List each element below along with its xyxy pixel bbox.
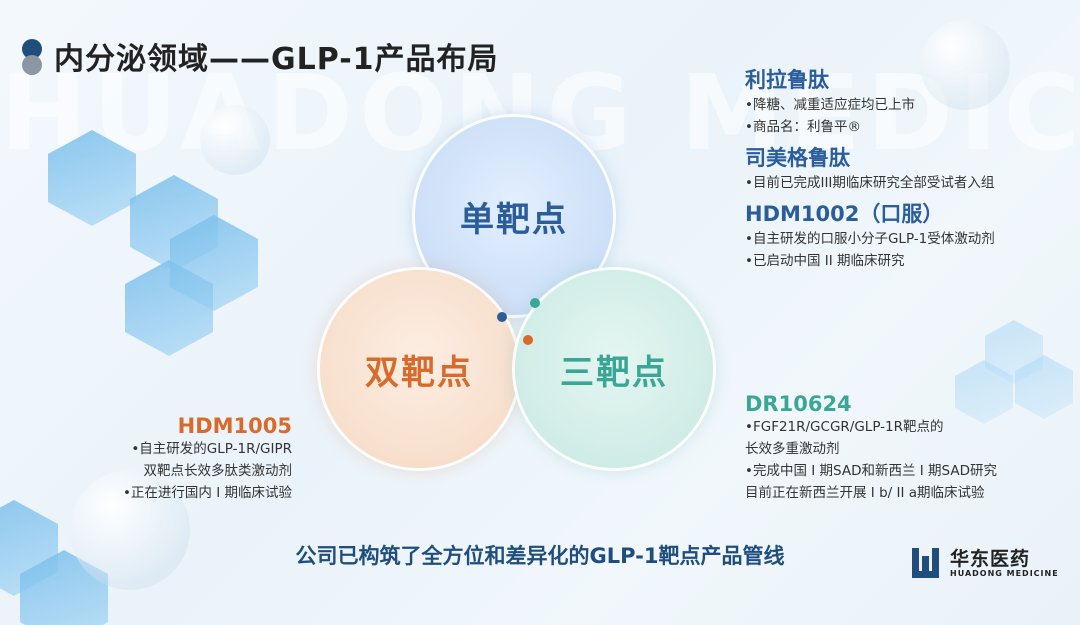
- logo-mark-icon: [912, 548, 944, 578]
- summary-text: 公司已构筑了全方位和差异化的GLP-1靶点产品管线: [295, 544, 785, 568]
- logo-english-name: HUADONG MEDICINE: [950, 568, 1059, 578]
- drug-detail: 目前正在新西兰开展 I b/ II a期临床试验: [745, 485, 985, 501]
- page-title: 内分泌领域——GLP-1产品布局: [54, 42, 499, 77]
- molecule-bubble: [920, 20, 1010, 110]
- drug-detail: •正在进行国内 I 期临床试验: [122, 485, 292, 501]
- hexagon-decoration: [955, 360, 1013, 424]
- drug-name: HDM1002（口服）: [745, 202, 944, 226]
- company-logo: 华东医药 HUADONG MEDICINE: [912, 548, 1059, 578]
- drug-detail: •完成中国 I 期SAD和新西兰 I 期SAD研究: [745, 463, 997, 479]
- drug-name: 利拉鲁肽: [745, 68, 829, 92]
- double-target-drugs: HDM1005 •自主研发的GLP-1R/GIPR 双靶点长效多肽类激动剂 •正…: [60, 414, 292, 504]
- slide-header: 内分泌领域——GLP-1产品布局: [22, 34, 499, 78]
- drug-detail: •已启动中国 II 期临床研究: [745, 253, 905, 269]
- drug-detail: 长效多重激动剂: [745, 441, 840, 457]
- drug-name: 司美格鲁肽: [745, 146, 850, 170]
- single-target-drugs: 利拉鲁肽 •降糖、减重适应症均已上市 •商品名：利鲁平® 司美格鲁肽 •目前已完…: [745, 64, 995, 272]
- drug-detail: •商品名：利鲁平®: [745, 119, 861, 135]
- connector-dot: [523, 335, 533, 345]
- drug-detail: •目前已完成III期临床研究全部受试者入组: [745, 175, 995, 191]
- drug-detail: •自主研发的GLP-1R/GIPR: [131, 441, 292, 457]
- molecule-bubble: [200, 105, 270, 175]
- title-bullet-icon: [22, 39, 44, 75]
- drug-name: HDM1005: [177, 414, 292, 438]
- hexagon-decoration: [125, 260, 213, 356]
- triple-target-drugs: DR10624 •FGF21R/GCGR/GLP-1R靶点的 长效多重激动剂 •…: [745, 392, 997, 504]
- connector-dot: [497, 312, 507, 322]
- drug-detail: •降糖、减重适应症均已上市: [745, 97, 915, 113]
- drug-name: DR10624: [745, 392, 852, 416]
- connector-dot: [530, 298, 540, 308]
- double-target-circle: 双靶点: [320, 270, 518, 468]
- drug-detail: 双靶点长效多肽类激动剂: [143, 463, 293, 479]
- molecule-bubble: [70, 470, 190, 590]
- triple-target-circle: 三靶点: [515, 270, 713, 468]
- drug-detail: •FGF21R/GCGR/GLP-1R靶点的: [745, 419, 944, 435]
- logo-chinese-name: 华东医药: [950, 547, 1031, 570]
- drug-detail: •自主研发的口服小分子GLP-1受体激动剂: [745, 231, 995, 247]
